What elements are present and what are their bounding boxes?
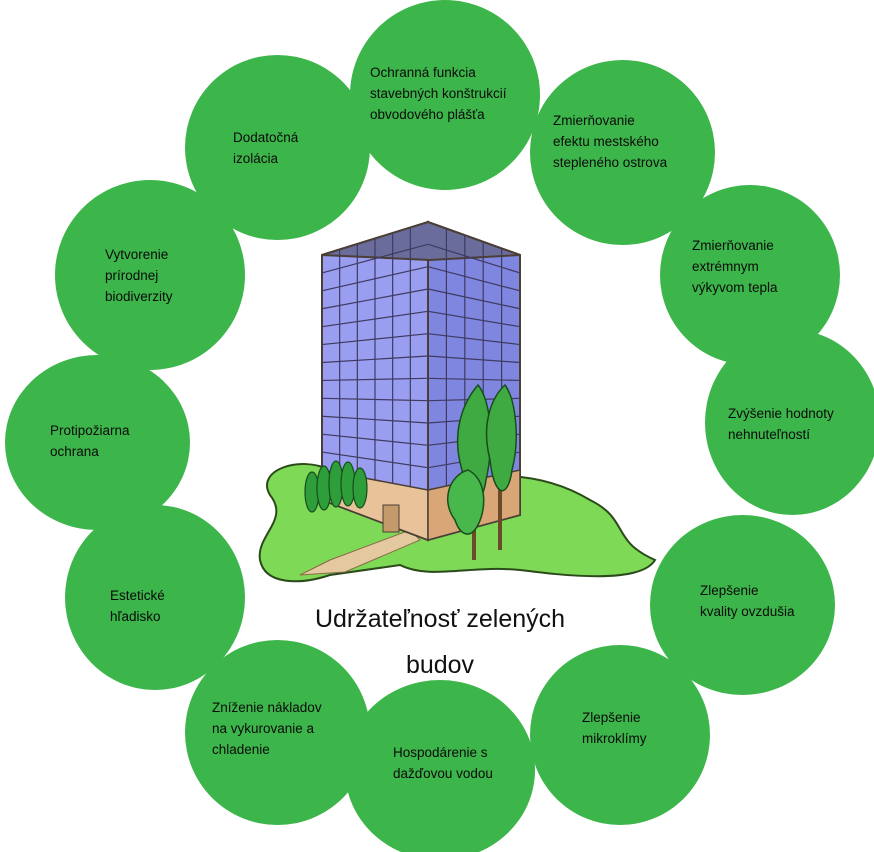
benefit-circle-air-quality [650,515,835,695]
diagram-title: Udržateľnosť zelených budov [270,596,610,688]
benefit-label: Zvýšenie hodnoty nehnuteľností [728,406,834,442]
tree [485,383,517,492]
tree-group-right [446,383,517,560]
benefit-circle-fire-protection [5,355,190,530]
facade-line [427,266,521,292]
benefit-label: Zmierňovanie extrémnym výkyvom tepla [692,238,778,295]
facade-line [427,288,521,310]
facade-line [321,288,429,310]
benefit-label: Dodatočná izolácia [233,130,299,166]
facade-line [321,451,429,469]
building-door [382,504,400,533]
tree [352,467,368,509]
facade-line [427,355,521,364]
benefit-circle-insulation [185,55,370,240]
benefit-label: Hospodárenie s dažďovou vodou [393,745,493,781]
benefit-label: Zmierňovanie efektu mestského stepleného… [553,113,668,170]
facade-line [427,243,521,274]
facade-line [321,433,429,446]
facade-line [321,377,429,382]
benefit-circle-rainwater [345,680,535,852]
facade-line [321,333,429,346]
facade-line [321,397,429,402]
benefit-label: Vytvorenie prírodnej biodiverzity [105,247,173,304]
benefit-label: Zlepšenie kvality ovzdušia [700,583,795,619]
benefit-circle-heating-costs [185,640,370,825]
benefit-circle-property-value [705,330,874,515]
benefit-circle-microclimate [530,645,710,825]
building-roof [321,220,521,262]
benefit-circle-protective-function [350,0,540,190]
tree-row-left [304,460,368,513]
diagram-title-line-2: budov [405,651,475,679]
benefit-label: Ochranná funkcia stavebných konštrukcií … [370,65,507,122]
facade-line [321,355,429,364]
benefit-label: Zníženie nákladov na vykurovanie a chlad… [212,700,322,757]
facade-line [427,377,521,382]
facade-line [321,243,429,274]
facade-line [321,266,429,292]
facade-line [427,333,521,346]
left-facade-grid [321,227,429,487]
facade-line [321,310,429,328]
facade-line [321,415,429,424]
benefit-label: Estetické hľadisko [110,588,165,624]
diagram-title-line-1: Udržateľnosť zelených [314,605,566,633]
benefit-circle-aesthetics [65,505,245,690]
benefit-label: Protipožiarna ochrana [50,423,130,459]
benefit-label: Zlepšenie mikroklímy [582,710,647,746]
tree [446,469,485,535]
facade-line [427,310,521,328]
